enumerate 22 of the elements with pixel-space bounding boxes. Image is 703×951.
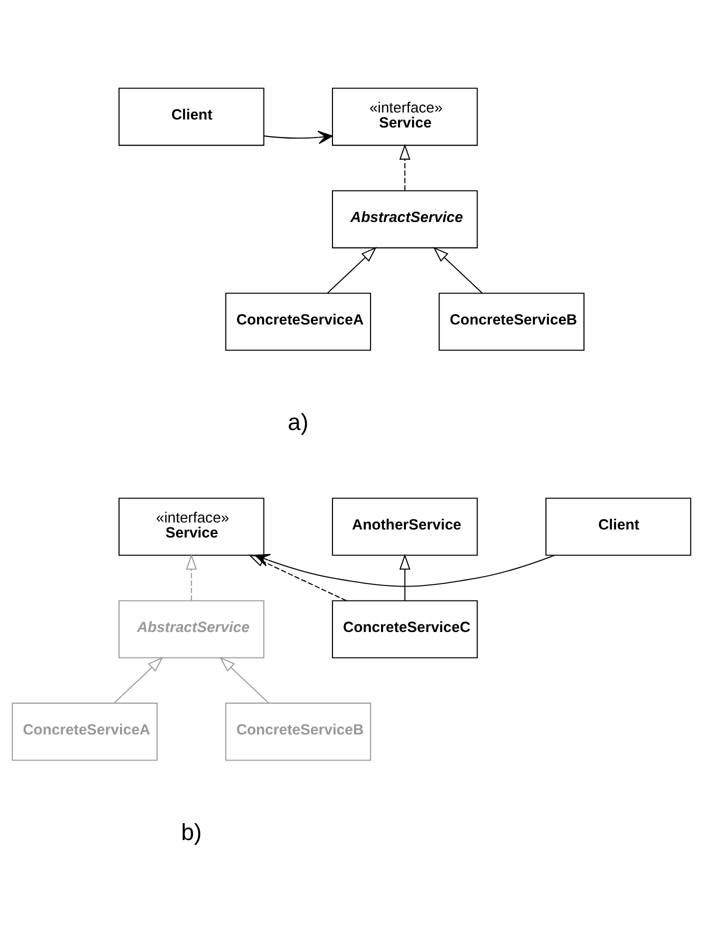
arrow xyxy=(186,554,197,600)
node-box: ConcreteServiceC xyxy=(332,600,478,658)
arrow xyxy=(399,144,410,190)
node-box: ConcreteServiceB xyxy=(225,702,372,761)
arrow xyxy=(433,246,482,294)
arrow xyxy=(264,130,333,144)
node-box: AnotherService xyxy=(332,498,478,556)
node-box: Client xyxy=(118,88,264,146)
node-box: «interface» Service xyxy=(332,88,478,146)
arrow xyxy=(327,246,377,294)
arrow xyxy=(399,554,410,600)
arrow xyxy=(114,656,164,704)
node-box: AbstractService xyxy=(332,190,478,248)
node-box: ConcreteServiceA xyxy=(225,292,372,351)
node-box: ConcreteServiceA xyxy=(12,702,158,761)
node-box: Client xyxy=(545,498,692,556)
node-box: AbstractService xyxy=(118,600,264,658)
node-box: «interface» Service xyxy=(118,498,264,556)
arrow xyxy=(220,656,270,704)
label: b) xyxy=(181,819,202,846)
label: a) xyxy=(288,409,308,436)
node-box: ConcreteServiceB xyxy=(438,292,584,351)
